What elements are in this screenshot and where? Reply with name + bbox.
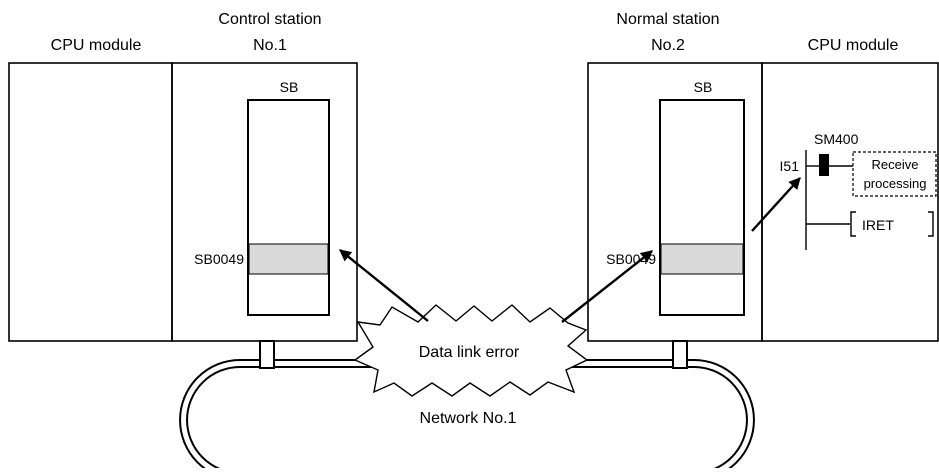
normal-station-label-line1: Normal station [616, 11, 719, 28]
cpu-module-left-label: CPU module [51, 37, 142, 54]
receive-processing-box [852, 151, 937, 197]
arrow-to-normal-station [561, 250, 653, 323]
iret-close-bracket [928, 211, 934, 237]
arrow-to-interrupt [751, 177, 801, 232]
network-ring-inner [186, 366, 748, 473]
right-sb-label: SB [694, 79, 713, 95]
normal-station-connector [672, 340, 688, 369]
arrow-to-control-station [339, 249, 429, 322]
receive-processing-line1: Receive [872, 157, 919, 172]
iret-open-bracket [850, 211, 856, 237]
left-sb0049-cell [248, 243, 329, 275]
receive-processing-line2: processing [864, 176, 927, 191]
cpu-module-right-label: CPU module [808, 37, 899, 54]
right-sb0049-cell [660, 243, 744, 275]
left-sb0049-label: SB0049 [194, 251, 244, 267]
right-sb-memory-box [659, 99, 745, 316]
network-ring-outer [179, 359, 755, 473]
control-station-label-line2: No.1 [253, 37, 287, 54]
left-cpu-module-box [8, 62, 173, 342]
normal-station-box [587, 62, 763, 342]
network-label: Network No.1 [420, 410, 517, 427]
sm400-contact [819, 154, 829, 176]
error-burst-shape [353, 304, 589, 397]
iret-instruction: IRET [862, 217, 894, 233]
ladder-program: I51 SM400 Receive processing IRET [780, 131, 937, 250]
control-station-label-line1: Control station [218, 11, 321, 28]
special-relay-label: SM400 [814, 131, 859, 147]
normal-station-label-line2: No.2 [651, 37, 685, 54]
error-burst-label: Data link error [419, 344, 520, 361]
left-sb-label: SB [280, 79, 299, 95]
left-sb-memory-box [247, 99, 330, 316]
right-cpu-module-box [761, 62, 939, 342]
interrupt-pointer-label: I51 [780, 158, 800, 174]
control-station-connector [259, 340, 275, 369]
